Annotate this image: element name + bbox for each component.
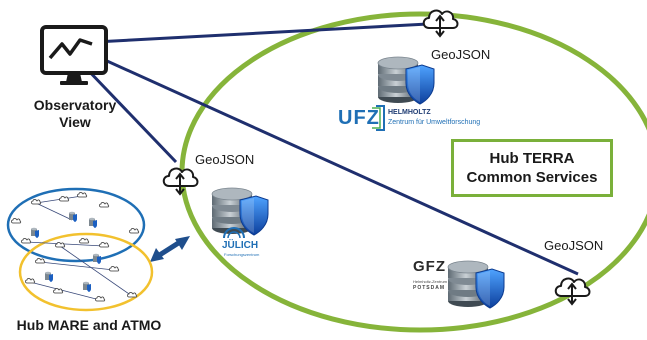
- julich-logo-mark: JÜLICH: [222, 240, 259, 251]
- gfz-logo-subtitle-line2: POTSDAM: [413, 285, 445, 291]
- cloud-sync-icon-julich: [162, 167, 199, 195]
- database-shield-icon-ufz: [377, 56, 435, 105]
- gfz-logo-subtitle-line1: Helmholtz-Zentrum: [413, 279, 448, 284]
- cloud-sync-icon-ufz: [422, 9, 459, 37]
- hub-atmo-ellipse: [18, 232, 154, 312]
- line-to-julich-cloud: [82, 64, 178, 164]
- database-shield-icon-gfz: [447, 260, 505, 309]
- ufz-logo-emblem: [372, 105, 385, 131]
- bidirectional-arrow-icon: [150, 236, 190, 262]
- geojson-label-ufz: GeoJSON: [431, 47, 491, 62]
- observatory-view-label: Observatory View: [20, 97, 130, 131]
- hub-terra-subtitle: Common Services: [466, 169, 598, 186]
- database-shield-icon-julich: [211, 187, 269, 236]
- hub-mare-ellipse: [6, 187, 146, 263]
- geojson-label-gfz: GeoJSON: [544, 238, 604, 253]
- observatory-label-line1: Observatory: [33, 97, 117, 113]
- hub-terra-label-box: Hub TERRA Common Services: [451, 139, 613, 197]
- ufz-logo-org: HELMHOLTZ: [388, 109, 431, 116]
- gfz-logo-mark: GFZ: [413, 258, 446, 275]
- observatory-label-line2: View: [59, 114, 91, 130]
- hub-mare-atmo-diagram: [6, 187, 154, 312]
- ufz-logo-subtitle: Zentrum für Umweltforschung: [388, 119, 481, 126]
- line-to-gfz-cloud: [95, 54, 579, 276]
- monitor-icon: [40, 25, 108, 85]
- julich-logo-subtitle: Forschungszentrum: [224, 252, 260, 257]
- hub-terra-title: Hub TERRA: [489, 150, 575, 167]
- julich-logo-emblem: [223, 227, 245, 239]
- connection-lines: [82, 22, 579, 276]
- line-to-ufz-cloud: [94, 22, 429, 44]
- hub-mare-atmo-label: Hub MARE and ATMO: [16, 317, 162, 333]
- geojson-label-julich: GeoJSON: [195, 152, 255, 167]
- ufz-logo-mark: UFZ: [338, 107, 380, 129]
